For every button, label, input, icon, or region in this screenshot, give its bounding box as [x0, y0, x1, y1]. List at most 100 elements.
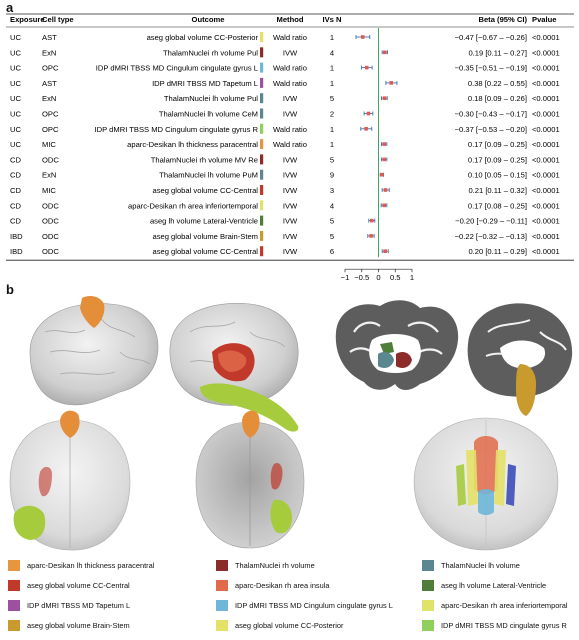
cell-method: Wald ratio — [273, 33, 307, 42]
outcome-color-marker — [260, 230, 264, 241]
cell-pvalue: <0.0001 — [532, 232, 560, 241]
cell-cell-type: ExN — [42, 94, 56, 103]
cell-exposure: CD — [10, 155, 21, 164]
cell-ivs: 3 — [330, 186, 334, 195]
cell-pvalue: <0.0001 — [532, 110, 560, 119]
cell-outcome: aseg global volume CC-Posterior — [147, 33, 259, 42]
cell-pvalue: <0.0001 — [532, 33, 560, 42]
outcome-color-marker — [260, 200, 264, 211]
cell-exposure: UC — [10, 64, 21, 73]
cell-outcome: ThalamNuclei lh volume CeM — [159, 110, 258, 119]
column-header-beta: Beta (95% CI) — [478, 15, 527, 24]
legend-swatch — [8, 620, 20, 631]
point-estimate — [382, 142, 386, 146]
cell-beta: 0.17 [0.08 – 0.25] — [468, 201, 527, 210]
column-header-outcome: Outcome — [192, 15, 225, 24]
cell-outcome: aseg lh volume Lateral-Ventricle — [150, 217, 258, 226]
cell-method: IVW — [283, 110, 298, 119]
legend-swatch — [422, 560, 434, 571]
point-estimate — [364, 127, 368, 131]
legend-swatch — [216, 580, 228, 591]
legend-swatch — [8, 600, 20, 611]
point-estimate — [383, 188, 388, 192]
cell-ivs: 1 — [330, 140, 334, 149]
cell-exposure: CD — [10, 186, 21, 195]
outcome-color-marker — [260, 77, 264, 88]
cell-cell-type: OPC — [42, 125, 59, 134]
cell-beta: 0.10 [0.05 – 0.15] — [468, 171, 527, 180]
legend-label: aparc-Desikan rh area insula — [235, 581, 330, 590]
outcome-color-marker — [260, 62, 264, 73]
cell-outcome: aseg global volume Brain-Stem — [152, 232, 258, 241]
cell-beta: −0.30 [−0.43 – −0.17] — [455, 110, 527, 119]
cell-beta: −0.20 [−0.29 – −0.11] — [455, 217, 527, 226]
cell-cell-type: ExN — [42, 171, 56, 180]
cell-method: IVW — [283, 232, 298, 241]
outcome-color-marker — [260, 246, 264, 257]
cell-ivs: 5 — [330, 232, 334, 241]
cell-outcome: ThalamNuclei rh volume MV Re — [151, 155, 258, 164]
cell-pvalue: <0.0001 — [532, 48, 560, 57]
cell-beta: 0.19 [0.11 – 0.27] — [468, 48, 527, 57]
cell-exposure: UC — [10, 48, 21, 57]
point-estimate — [382, 203, 386, 208]
cell-beta: −0.47 [−0.67 – −0.26] — [455, 33, 527, 42]
outcome-color-marker — [260, 93, 264, 104]
cell-ivs: 1 — [330, 64, 334, 73]
cell-cell-type: MIC — [42, 186, 56, 195]
outcome-color-marker — [260, 169, 264, 180]
outcome-color-marker — [260, 108, 264, 119]
cell-ivs: 5 — [330, 94, 334, 103]
outcome-color-marker — [260, 215, 264, 226]
cell-cell-type: ODC — [42, 232, 59, 241]
cell-pvalue: <0.0001 — [532, 94, 560, 103]
legend-swatch — [8, 560, 20, 571]
cell-ivs: 5 — [330, 217, 334, 226]
cell-ivs: 5 — [330, 155, 334, 164]
legend-item: aseg global volume CC-Central — [8, 580, 130, 591]
brain-lateral-left — [29, 296, 159, 406]
brain-sagittal-section — [467, 303, 573, 416]
cell-exposure: UC — [10, 125, 21, 134]
cell-cell-type: ExN — [42, 48, 56, 57]
cell-exposure: UC — [10, 140, 21, 149]
point-estimate — [382, 157, 386, 162]
panel-label-b: b — [6, 282, 14, 297]
cell-ivs: 6 — [330, 247, 334, 256]
cell-beta: 0.20 [0.11 – 0.29] — [468, 247, 527, 256]
cell-beta: 0.17 [0.09 – 0.25] — [468, 155, 527, 164]
cell-cell-type: OPC — [42, 110, 59, 119]
legend-swatch — [216, 620, 228, 631]
legend-item: IDP dMRI TBSS MD Cingulum cingulate gyru… — [216, 600, 393, 611]
cell-exposure: UC — [10, 94, 21, 103]
legend-item: aparc-Desikan lh thickness paracentral — [8, 560, 154, 571]
brain-posterior-view — [195, 410, 305, 549]
cell-pvalue: <0.0001 — [532, 201, 560, 210]
cell-method: Wald ratio — [273, 125, 307, 134]
cell-cell-type: AST — [42, 33, 57, 42]
cell-cell-type: ODC — [42, 155, 59, 164]
cell-ivs: 2 — [330, 110, 334, 119]
point-estimate — [370, 218, 374, 223]
legend-label: aparc-Desikan lh thickness paracentral — [27, 561, 155, 570]
outcome-color-marker — [260, 123, 264, 134]
point-estimate — [383, 249, 387, 253]
outcome-color-marker — [260, 32, 264, 42]
cell-outcome: IDP dMRI TBSS MD Tapetum L — [152, 79, 258, 88]
cell-beta: 0.17 [0.09 – 0.25] — [468, 140, 527, 149]
legend-label: aseg lh volume Lateral-Ventricle — [441, 581, 547, 590]
legend-label: IDP dMRI TBSS MD cingulate gyrus R — [441, 621, 567, 630]
cell-pvalue: <0.0001 — [532, 171, 560, 180]
panel-label-a: a — [6, 0, 14, 15]
cell-exposure: UC — [10, 110, 21, 119]
cell-ivs: 4 — [330, 48, 334, 57]
cell-method: IVW — [283, 186, 298, 195]
cell-method: IVW — [283, 171, 298, 180]
cell-outcome: aparc-Desikan rh area inferiortemporal — [128, 201, 258, 210]
cell-cell-type: ODC — [42, 217, 59, 226]
cell-exposure: UC — [10, 33, 21, 42]
legend-swatch — [422, 620, 434, 631]
brain-medial-right — [169, 303, 299, 432]
cell-exposure: CD — [10, 201, 21, 210]
legend-item: IDP dMRI TBSS MD cingulate gyrus R — [422, 620, 567, 631]
